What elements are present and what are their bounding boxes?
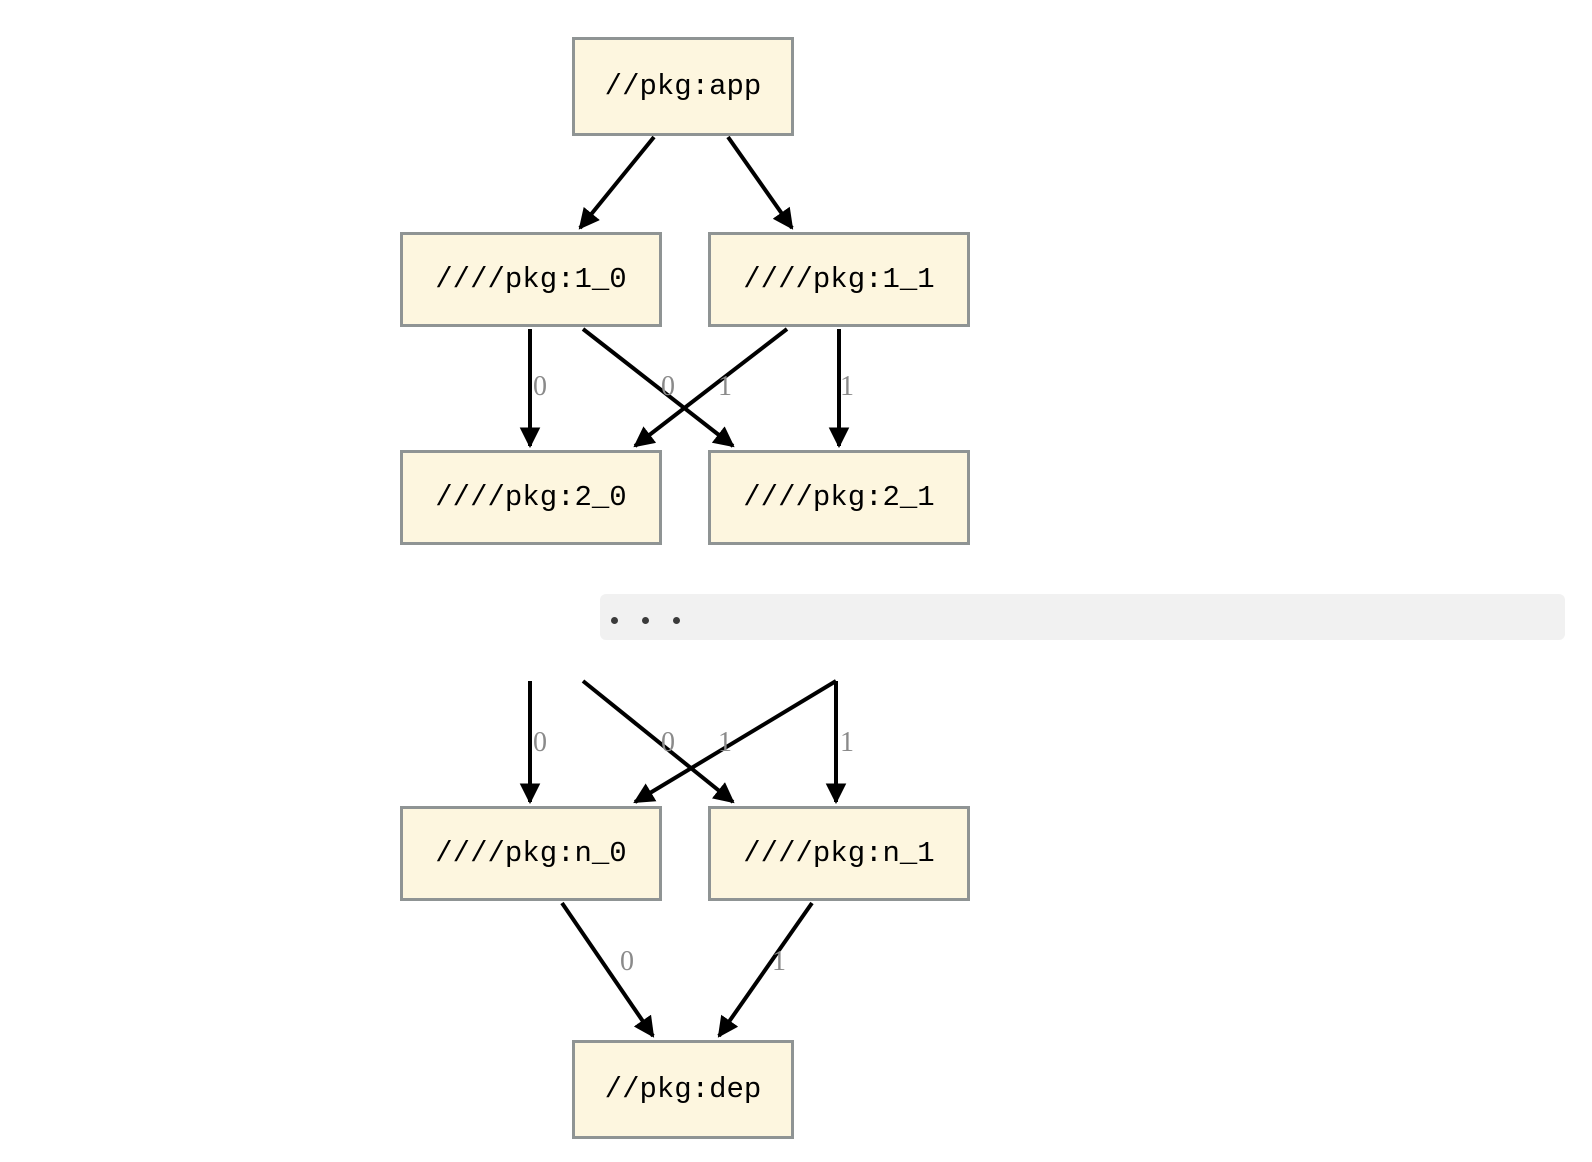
- node-nn_0[interactable]: ////pkg:n_0: [400, 806, 662, 901]
- ellipsis-truncation-band: [600, 594, 1565, 640]
- ellipsis-dots: [611, 617, 680, 624]
- ellipsis-dot: [673, 617, 680, 624]
- node-app[interactable]: //pkg:app: [572, 37, 794, 136]
- edge-label-e-x-n_0: 0: [533, 727, 547, 758]
- node-dep[interactable]: //pkg:dep: [572, 1040, 794, 1139]
- ellipsis-dot: [642, 617, 649, 624]
- edges-group: [519, 135, 850, 1038]
- node-label: ////pkg:n_0: [435, 837, 627, 870]
- edge-e-app-1_0: [578, 135, 656, 230]
- node-n2_1[interactable]: ////pkg:2_1: [708, 450, 970, 545]
- edge-label-e-1_1-2_0: 0: [661, 371, 675, 402]
- node-label: ////pkg:1_1: [743, 263, 935, 296]
- edge-label-e-1_0-2_1: 1: [718, 371, 732, 402]
- node-n2_0[interactable]: ////pkg:2_0: [400, 450, 662, 545]
- node-label: //pkg:dep: [604, 1073, 762, 1106]
- node-label: ////pkg:2_1: [743, 481, 935, 514]
- ellipsis-dot: [611, 617, 618, 624]
- node-label: //pkg:app: [604, 70, 762, 103]
- edge-e-n_1-dep: [717, 901, 814, 1038]
- node-n1_0[interactable]: ////pkg:1_0: [400, 232, 662, 327]
- edge-e-app-1_1: [726, 135, 794, 230]
- node-nn_1[interactable]: ////pkg:n_1: [708, 806, 970, 901]
- node-label: ////pkg:n_1: [743, 837, 935, 870]
- edge-label-e-1_1-2_1: 1: [840, 371, 854, 402]
- edge-e-n_0-dep: [560, 901, 655, 1038]
- edge-e-1_1-2_0: [633, 327, 789, 448]
- node-n1_1[interactable]: ////pkg:1_1: [708, 232, 970, 327]
- edge-label-e-y-n_0: 0: [661, 727, 675, 758]
- edge-e-1_0-2_1: [581, 327, 735, 448]
- edge-e-y-n_0: [633, 679, 838, 804]
- edge-label-e-1_0-2_0: 0: [533, 371, 547, 402]
- node-label: ////pkg:1_0: [435, 263, 627, 296]
- edge-e-x-n_1: [581, 679, 735, 804]
- edge-label-e-y-n_1: 1: [840, 727, 854, 758]
- edge-label-e-n_0-dep: 0: [620, 946, 634, 977]
- edge-label-e-x-n_1: 1: [718, 727, 732, 758]
- node-label: ////pkg:2_0: [435, 481, 627, 514]
- edge-label-e-n_1-dep: 1: [772, 946, 786, 977]
